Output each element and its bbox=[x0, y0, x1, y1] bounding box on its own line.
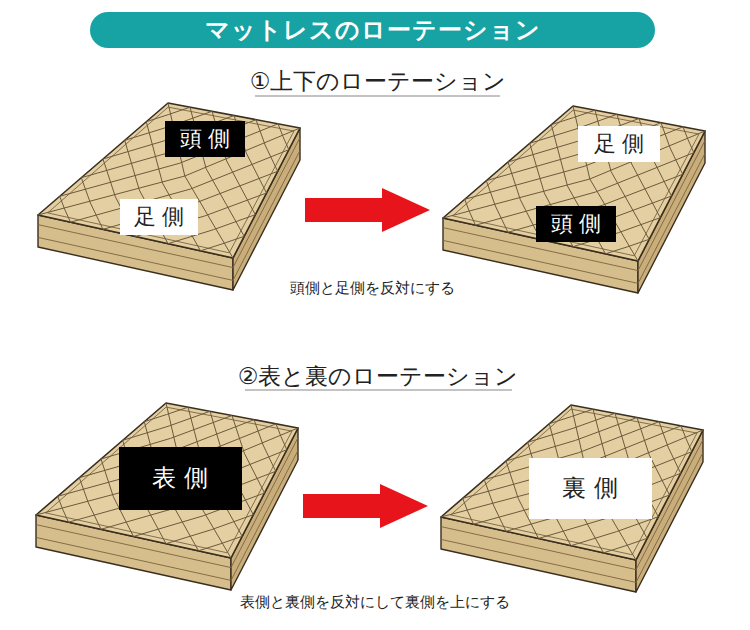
quilt-line bbox=[486, 181, 508, 233]
mattress-top bbox=[38, 103, 300, 258]
black-label-box: 表側 bbox=[119, 447, 242, 510]
white-label-box: 足側 bbox=[578, 126, 660, 162]
quilt-line bbox=[123, 411, 210, 440]
label-text: 足側 bbox=[594, 129, 651, 159]
quilt-line bbox=[659, 422, 681, 474]
black-label-box: 頭側 bbox=[536, 206, 616, 242]
quilt-line bbox=[166, 515, 253, 544]
quilt-line bbox=[256, 120, 278, 172]
quilt-line bbox=[551, 110, 595, 125]
quilt-line bbox=[254, 420, 276, 472]
quilt-line bbox=[276, 424, 287, 450]
quilt-line bbox=[571, 517, 658, 546]
red-arrow bbox=[305, 188, 430, 232]
quilt-line bbox=[484, 480, 506, 532]
quilt-line bbox=[661, 123, 683, 175]
quilt-line bbox=[36, 428, 298, 515]
black-label-box: 頭側 bbox=[165, 121, 245, 157]
quilt-line bbox=[199, 536, 243, 551]
quilt-line bbox=[528, 413, 615, 442]
mattress-piping bbox=[451, 409, 697, 555]
white-label-box: 足側 bbox=[120, 199, 198, 235]
quilt-line bbox=[81, 120, 256, 178]
mattress bbox=[38, 103, 300, 290]
mattress bbox=[441, 405, 703, 592]
label-text: 頭側 bbox=[180, 124, 237, 154]
quilt-line bbox=[683, 127, 694, 153]
label-text: 裏側 bbox=[562, 472, 624, 504]
caption: 表側と裏側を反対にして裏側を上にする bbox=[240, 593, 510, 612]
quilt-line bbox=[58, 496, 69, 522]
caption: 頭側と足側を反対にする bbox=[290, 279, 455, 298]
quilt-line bbox=[486, 123, 661, 181]
title: マットレスのローテーション bbox=[205, 14, 541, 46]
section-heading: ①上下のローテーション bbox=[250, 66, 507, 97]
quilt-line bbox=[549, 409, 593, 424]
section-heading: ②表と裏のローテーション bbox=[238, 361, 519, 392]
mattress-top bbox=[36, 403, 298, 558]
quilt-line bbox=[144, 407, 188, 422]
label-text: 表側 bbox=[152, 462, 214, 494]
quilt-line bbox=[278, 124, 289, 150]
quilt-line bbox=[79, 478, 101, 530]
quilt-line bbox=[443, 131, 705, 218]
quilt-line bbox=[81, 178, 103, 230]
red-arrow bbox=[303, 484, 428, 528]
heading-underline bbox=[255, 95, 500, 96]
mattress bbox=[36, 403, 298, 590]
white-label-box: 裏側 bbox=[529, 458, 652, 519]
quilt-line bbox=[604, 538, 648, 553]
quilt-line bbox=[465, 199, 476, 225]
quilt-line bbox=[465, 127, 683, 200]
mattress-top bbox=[443, 106, 705, 261]
mattress-top bbox=[441, 405, 703, 560]
quilt-line bbox=[463, 498, 474, 524]
quilt-line bbox=[146, 107, 190, 122]
heading-underline bbox=[245, 389, 512, 390]
label-text: 足側 bbox=[134, 202, 191, 232]
quilt-line bbox=[681, 426, 692, 452]
label-text: 頭側 bbox=[551, 209, 608, 239]
title-band bbox=[90, 12, 655, 48]
mattress-piping bbox=[46, 407, 292, 553]
mattress bbox=[443, 106, 705, 293]
quilt-line bbox=[60, 196, 71, 222]
quilt-line bbox=[201, 236, 245, 251]
